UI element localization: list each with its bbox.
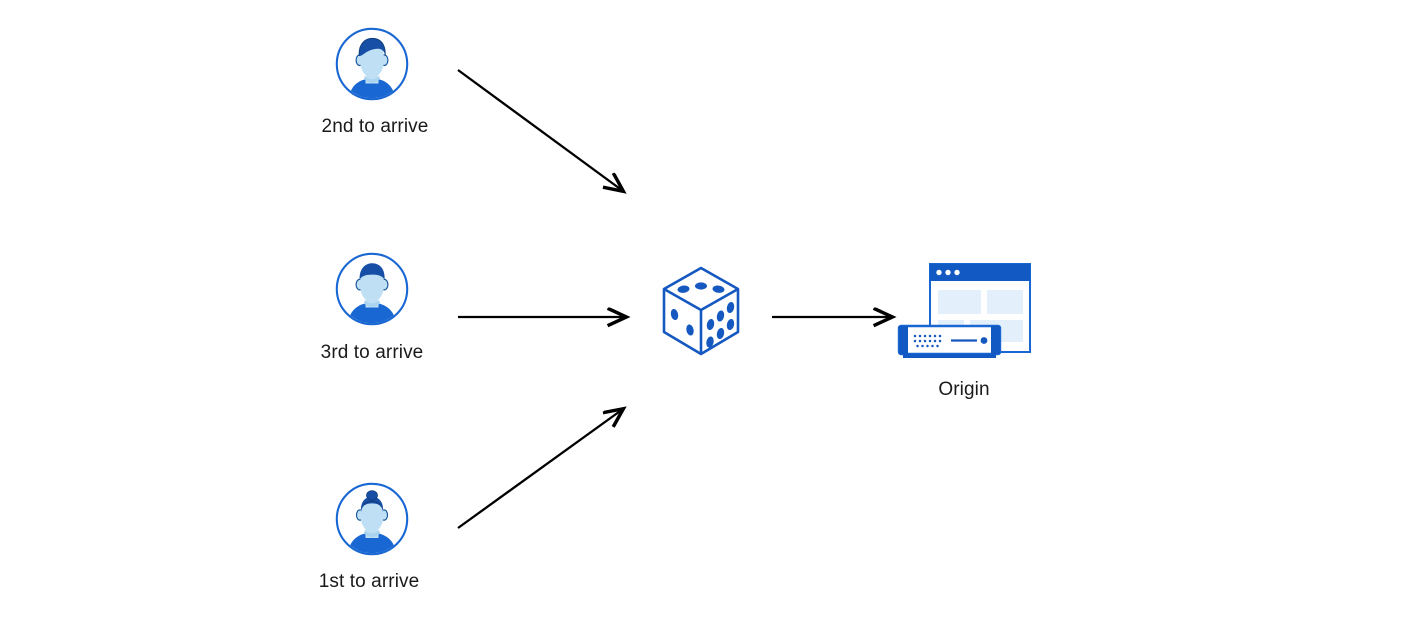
client-label-2nd: 2nd to arrive (321, 116, 429, 137)
user-avatar-icon (335, 252, 409, 326)
dice-node[interactable] (658, 264, 744, 360)
server-device-icon (897, 324, 1002, 358)
client-node-2nd[interactable] (335, 27, 409, 101)
arrow-1st-to-dice (457, 409, 623, 529)
user-avatar-icon (335, 27, 409, 101)
origin-node[interactable] (895, 258, 1035, 368)
client-label-1st: 1st to arrive (318, 571, 420, 592)
user-avatar-icon (335, 482, 409, 556)
client-node-1st[interactable] (335, 482, 409, 556)
client-label-3rd: 3rd to arrive (320, 342, 424, 363)
origin-server-icon (897, 263, 1031, 358)
origin-label: Origin (938, 379, 990, 400)
dice-icon (662, 266, 740, 356)
client-node-3rd[interactable] (335, 252, 409, 326)
arrow-2nd-to-dice (457, 69, 623, 191)
